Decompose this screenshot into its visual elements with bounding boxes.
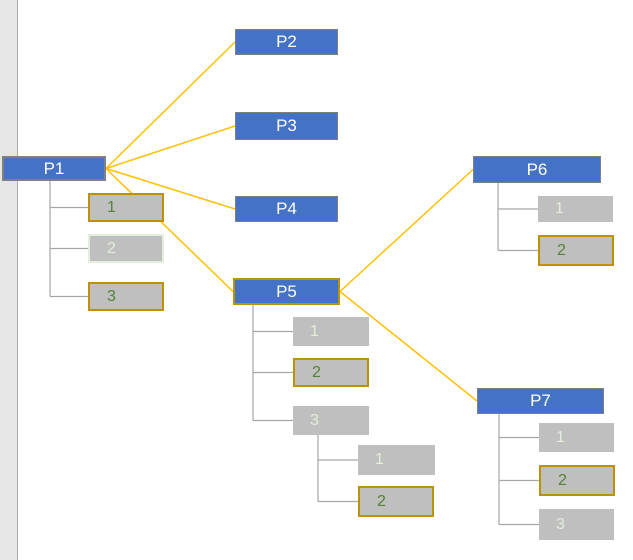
node-p7-child-2-label: 2 [558,471,567,489]
node-p1-label: P1 [43,158,65,178]
node-p7[interactable]: P7 [477,388,604,414]
node-p7-child-1-label: 1 [556,428,565,446]
node-p5-child-3-label: 3 [310,411,319,429]
node-p5-child-3[interactable]: 3 [293,406,369,435]
node-p2-label: P2 [276,32,297,51]
node-p5-child-3-sub-2-label: 2 [377,492,386,510]
node-p5-child-2[interactable]: 2 [293,358,369,387]
node-p1-child-1-label: 1 [107,198,116,216]
node-p7-child-3[interactable]: 3 [539,509,614,540]
node-p5-child-1[interactable]: 1 [293,317,369,346]
node-p4-label: P4 [276,199,297,218]
node-p1-child-3-label: 3 [107,287,116,305]
link-line-p1-p4 [105,167,236,210]
node-p6-child-1[interactable]: 1 [538,196,613,222]
node-p1-child-3[interactable]: 3 [88,282,164,311]
link-line-p5-p6 [339,168,474,293]
node-p2[interactable]: P2 [235,29,338,55]
node-p3[interactable]: P3 [235,112,338,140]
node-p7-child-1[interactable]: 1 [539,423,614,452]
node-p6-child-1-label: 1 [555,200,564,217]
link-line-p1-p3 [105,125,236,170]
node-p5-child-3-sub-1[interactable]: 1 [358,445,435,475]
node-p1-child-2-label: 2 [107,239,116,257]
node-p6-child-2-label: 2 [557,241,566,259]
node-p6-label: P6 [526,159,548,179]
node-p5-child-3-sub-2[interactable]: 2 [358,486,434,517]
node-p5-child-1-label: 1 [310,322,319,340]
link-line-p5-p7 [339,290,478,402]
node-p5-label: P5 [276,281,297,301]
node-p3-label: P3 [276,116,297,135]
node-p4[interactable]: P4 [235,196,338,222]
node-p1[interactable]: P1 [2,156,106,181]
node-p5[interactable]: P5 [233,278,340,305]
node-p7-label: P7 [530,391,551,410]
node-p1-child-1[interactable]: 1 [88,193,164,222]
link-line-p1-p2 [105,41,236,170]
node-p6[interactable]: P6 [473,156,601,183]
node-p5-child-2-label: 2 [312,363,321,381]
canvas-left-gutter [0,0,18,560]
node-p7-child-2[interactable]: 2 [539,465,615,496]
node-p7-child-3-label: 3 [556,515,565,533]
node-p5-child-3-sub-1-label: 1 [375,451,384,468]
node-p1-child-2[interactable]: 2 [88,234,164,263]
link-line-p1-p5 [105,167,234,293]
node-p6-child-2[interactable]: 2 [538,235,614,266]
